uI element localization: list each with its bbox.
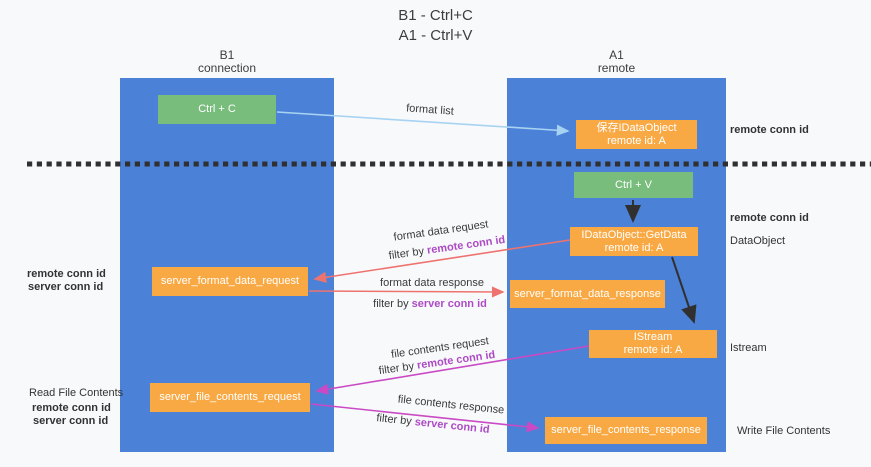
- save-idataobject-line2: remote id: A: [607, 134, 666, 147]
- right-remote-conn-id-label-top: remote conn id: [730, 124, 809, 136]
- file-contents-response-filter-label: filter by server conn id: [376, 412, 490, 436]
- title-line-1: B1 - Ctrl+C: [398, 7, 473, 24]
- getdata-line1: IDataObject::GetData: [581, 228, 687, 241]
- format-data-response-label: format data response: [380, 277, 484, 289]
- ctrl-v-box: Ctrl + V: [574, 172, 693, 198]
- lane-header-b1: B1 connection: [120, 49, 334, 75]
- server-file-contents-request-box: server_file_contents_request: [150, 383, 310, 412]
- read-file-contents-label: Read File Contents: [29, 387, 124, 399]
- server-file-contents-response-label: server_file_contents_response: [551, 424, 701, 436]
- save-idataobject-line1: 保存IDataObject: [596, 121, 677, 134]
- server-file-contents-request-label: server_file_contents_request: [159, 391, 301, 403]
- lane-a1-subtitle: remote: [597, 61, 636, 75]
- format-data-response-filter-label: filter by server conn id: [373, 298, 487, 310]
- ctrl-v-label: Ctrl + V: [615, 178, 652, 191]
- server-conn-id-text: server conn id: [411, 298, 487, 310]
- lane-a1-name: A1: [609, 48, 624, 62]
- ctrl-c-box: Ctrl + C: [158, 95, 276, 124]
- lane-header-a1: A1 remote: [507, 49, 726, 75]
- server-file-contents-response-box: server_file_contents_response: [545, 417, 707, 444]
- lane-b1-name: B1: [219, 48, 235, 62]
- filter-by-text: filter by: [373, 298, 409, 310]
- left-server-conn-id-label-bottom: server conn id: [33, 415, 109, 427]
- right-remote-conn-id-label-mid: remote conn id: [730, 212, 809, 224]
- idataobject-getdata-box: IDataObject::GetData remote id: A: [570, 227, 698, 256]
- left-remote-conn-id-label: remote conn id: [27, 268, 106, 280]
- dataobject-label: DataObject: [730, 235, 786, 247]
- format-data-response-arrow: [308, 286, 505, 298]
- server-format-data-request-box: server_format_data_request: [152, 267, 308, 296]
- server-format-data-request-label: server_format_data_request: [160, 275, 300, 287]
- server-format-data-response-label: server_format_data_response: [514, 287, 661, 300]
- diagram-title: B1 - Ctrl+C A1 - Ctrl+V: [0, 6, 871, 46]
- title-line-2: A1 - Ctrl+V: [398, 27, 473, 44]
- istream-box: IStream remote id: A: [589, 330, 717, 358]
- left-server-conn-id-label: server conn id: [28, 281, 104, 293]
- istream-side-label: Istream: [730, 342, 767, 354]
- filter-by-text: filter by: [378, 360, 415, 378]
- write-file-contents-label: Write File Contents: [737, 425, 831, 437]
- server-format-data-response-box: server_format_data_response: [510, 280, 665, 308]
- format-list-label: format list: [405, 102, 455, 118]
- istream-line1: IStream: [633, 331, 673, 343]
- lane-b1-subtitle: connection: [197, 61, 257, 75]
- filter-by-text: filter by: [375, 412, 413, 428]
- save-idataobject-box: 保存IDataObject remote id: A: [576, 120, 697, 149]
- getdata-line2: remote id: A: [604, 241, 664, 254]
- istream-line2: remote id: A: [623, 344, 683, 356]
- file-contents-response-label: file contents response: [397, 393, 505, 417]
- ctrl-c-label: Ctrl + C: [198, 103, 236, 115]
- filter-by-text: filter by: [388, 245, 425, 263]
- server-conn-id-text: server conn id: [414, 416, 491, 436]
- left-remote-conn-id-label-bottom: remote conn id: [32, 402, 111, 414]
